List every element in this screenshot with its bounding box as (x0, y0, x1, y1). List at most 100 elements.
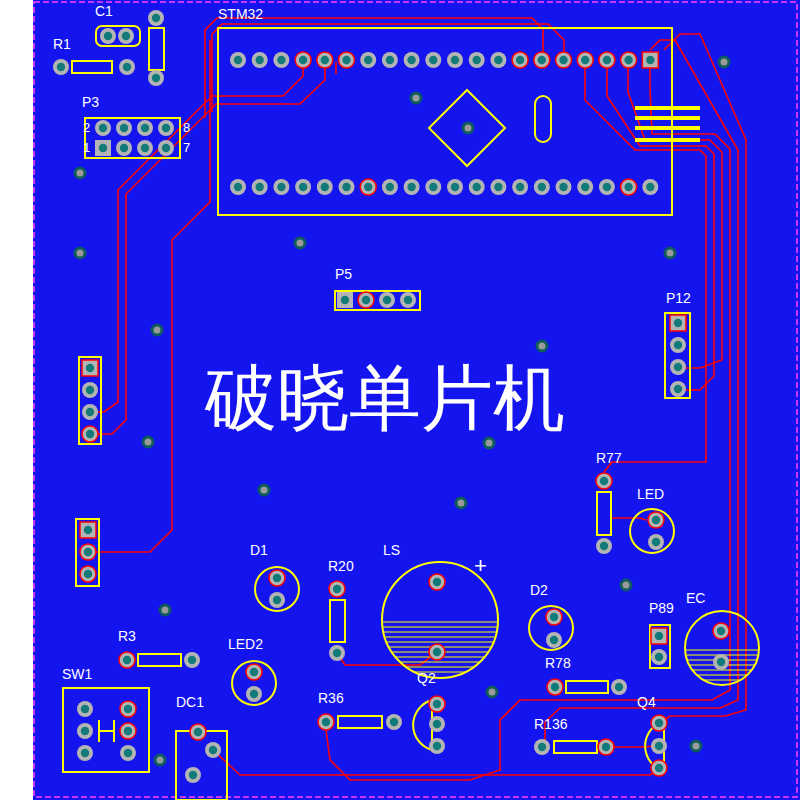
pad (404, 179, 420, 195)
pad-hole (655, 632, 663, 640)
pad-hole (81, 727, 89, 735)
pad-hole (84, 570, 92, 578)
pad-ring (429, 696, 445, 712)
switch-symbol (113, 720, 115, 742)
part-designator: P12 (666, 291, 691, 305)
pad (556, 179, 572, 195)
pad-ring (670, 381, 686, 397)
pin-number: 1 (83, 141, 90, 154)
pad (269, 570, 285, 586)
pad-hole (615, 683, 623, 691)
pad-ring (599, 179, 615, 195)
pad-ring (269, 592, 285, 608)
pad-ring (379, 292, 395, 308)
pad (382, 179, 398, 195)
pad-hole (162, 144, 170, 152)
pad-hole (234, 183, 242, 191)
pad (425, 179, 441, 195)
part-designator: C1 (95, 4, 113, 18)
copper-trace (88, 40, 210, 552)
pad (100, 28, 116, 44)
pad-ring (77, 701, 93, 717)
pad-ring (546, 609, 562, 625)
pad-ring (596, 473, 612, 489)
pad-ring (119, 652, 135, 668)
pad-ring (713, 623, 729, 639)
pad-hole (189, 771, 197, 779)
pad-hole (86, 386, 94, 394)
pad-hole (273, 574, 281, 582)
pad-hole (433, 720, 441, 728)
led-outline (232, 661, 276, 705)
pad-hole (209, 746, 217, 754)
pad-hole (386, 183, 394, 191)
pad-ring (273, 179, 289, 195)
pad-ring (534, 179, 550, 195)
resistor-outline (330, 600, 345, 642)
pad (230, 179, 246, 195)
via (463, 123, 473, 133)
pad-ring (295, 52, 311, 68)
pad-ring (490, 179, 506, 195)
pad-hole (99, 124, 107, 132)
via (487, 687, 497, 697)
pad (546, 632, 562, 648)
pad (670, 359, 686, 375)
pad (425, 52, 441, 68)
copper-trace (585, 62, 706, 472)
pad-hole (122, 32, 130, 40)
pad-ring (599, 52, 615, 68)
part-designator: D2 (530, 583, 548, 597)
chip-diamond (429, 90, 505, 166)
pad (77, 701, 93, 717)
pad (429, 574, 445, 590)
crystal-outline (535, 96, 551, 142)
pad-hole (674, 363, 682, 371)
via (143, 437, 153, 447)
capacitor-hatch (685, 650, 759, 651)
pad (95, 120, 111, 136)
pad-hole (717, 627, 725, 635)
part-designator: R3 (118, 629, 136, 643)
copper-trace (92, 62, 303, 412)
silkscreen (63, 26, 759, 800)
copper-trace (545, 40, 738, 740)
pad-ring (648, 534, 664, 550)
part-designator: DC1 (176, 695, 204, 709)
led-outline (529, 606, 573, 650)
pad-ring (120, 745, 136, 761)
via (665, 248, 675, 258)
pad (670, 381, 686, 397)
pin-number: 8 (183, 121, 190, 134)
part-designator: Q2 (417, 671, 436, 685)
pad-hole (99, 144, 107, 152)
pad-ring (400, 292, 416, 308)
pad-hole (256, 56, 264, 64)
pad (246, 664, 262, 680)
buzzer-hatch (382, 627, 497, 628)
part-designator: LED2 (228, 637, 263, 651)
pad-ring (429, 574, 445, 590)
pad-ring (611, 679, 627, 695)
header-outline (650, 625, 670, 668)
via (155, 755, 165, 765)
pad-ring (512, 179, 528, 195)
resistor-outline (566, 681, 608, 693)
pad (577, 52, 593, 68)
pad-ring (120, 723, 136, 739)
pad-ring (317, 179, 333, 195)
pad-ring (425, 179, 441, 195)
pad (651, 738, 667, 754)
pad-hole (603, 56, 611, 64)
pad (205, 742, 221, 758)
pad (148, 10, 164, 26)
pad-hole (451, 56, 459, 64)
pad (429, 716, 445, 732)
pad (598, 739, 614, 755)
via (691, 741, 701, 751)
pad-hole (120, 144, 128, 152)
pad-ring (490, 52, 506, 68)
buzzer-hatch (400, 662, 480, 663)
pad-square (642, 52, 658, 68)
